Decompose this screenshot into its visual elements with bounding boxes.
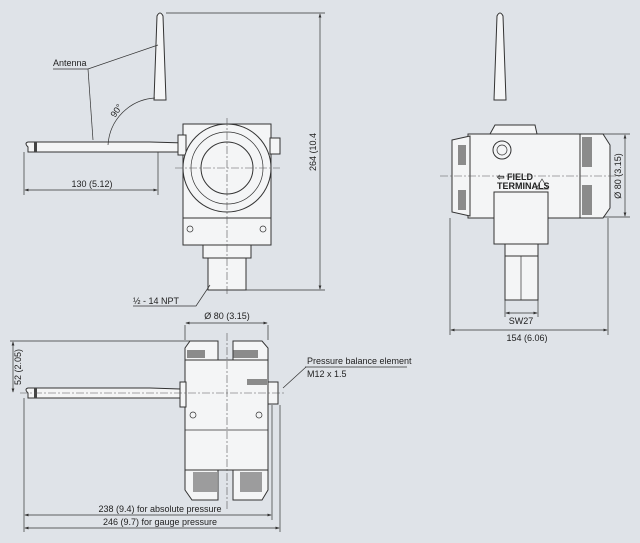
top-view: Ø 80 (3.15) 52 (2.05) Pressure balance e… (10, 311, 412, 532)
offset-label: 52 (2.05) (13, 349, 23, 385)
width-label: 154 (6.06) (506, 333, 547, 343)
side-view: ⇦ FIELD TERMINALS SW27 154 (6.06) Ø 80 (… (440, 12, 630, 343)
antenna-label: Antenna (53, 58, 87, 68)
height-label: 264 (10.4 (308, 133, 318, 171)
field-terminals-label: ⇦ FIELD (496, 172, 534, 182)
length-gauge-label: 246 (9.7) for gauge pressure (103, 517, 217, 527)
thread-label: M12 x 1.5 (307, 369, 347, 379)
terminal-box (493, 191, 549, 245)
antenna-vertical-dashed (153, 12, 167, 101)
pressure-element-label: Pressure balance element (307, 356, 412, 366)
sw-label: SW27 (509, 316, 534, 326)
diameter-bottom-label: Ø 80 (3.15) (204, 311, 250, 321)
angle-label: 90° (108, 102, 124, 119)
field-terminals-label-2: TERMINALS (497, 181, 550, 191)
housing-top (184, 359, 269, 471)
antenna-horizontal (25, 141, 186, 153)
warning-icon (535, 178, 549, 190)
diameter-side-label: Ø 80 (3.15) (613, 153, 623, 199)
antenna-length-label: 130 (5.12) (71, 179, 112, 189)
npt-label: ½ - 14 NPT (133, 296, 180, 306)
front-view: 264 (10.4 130 (5.12) Antenna 90° ½ - 14 … (23, 12, 325, 307)
length-absolute-label: 238 (9.4) for absolute pressure (98, 504, 221, 514)
